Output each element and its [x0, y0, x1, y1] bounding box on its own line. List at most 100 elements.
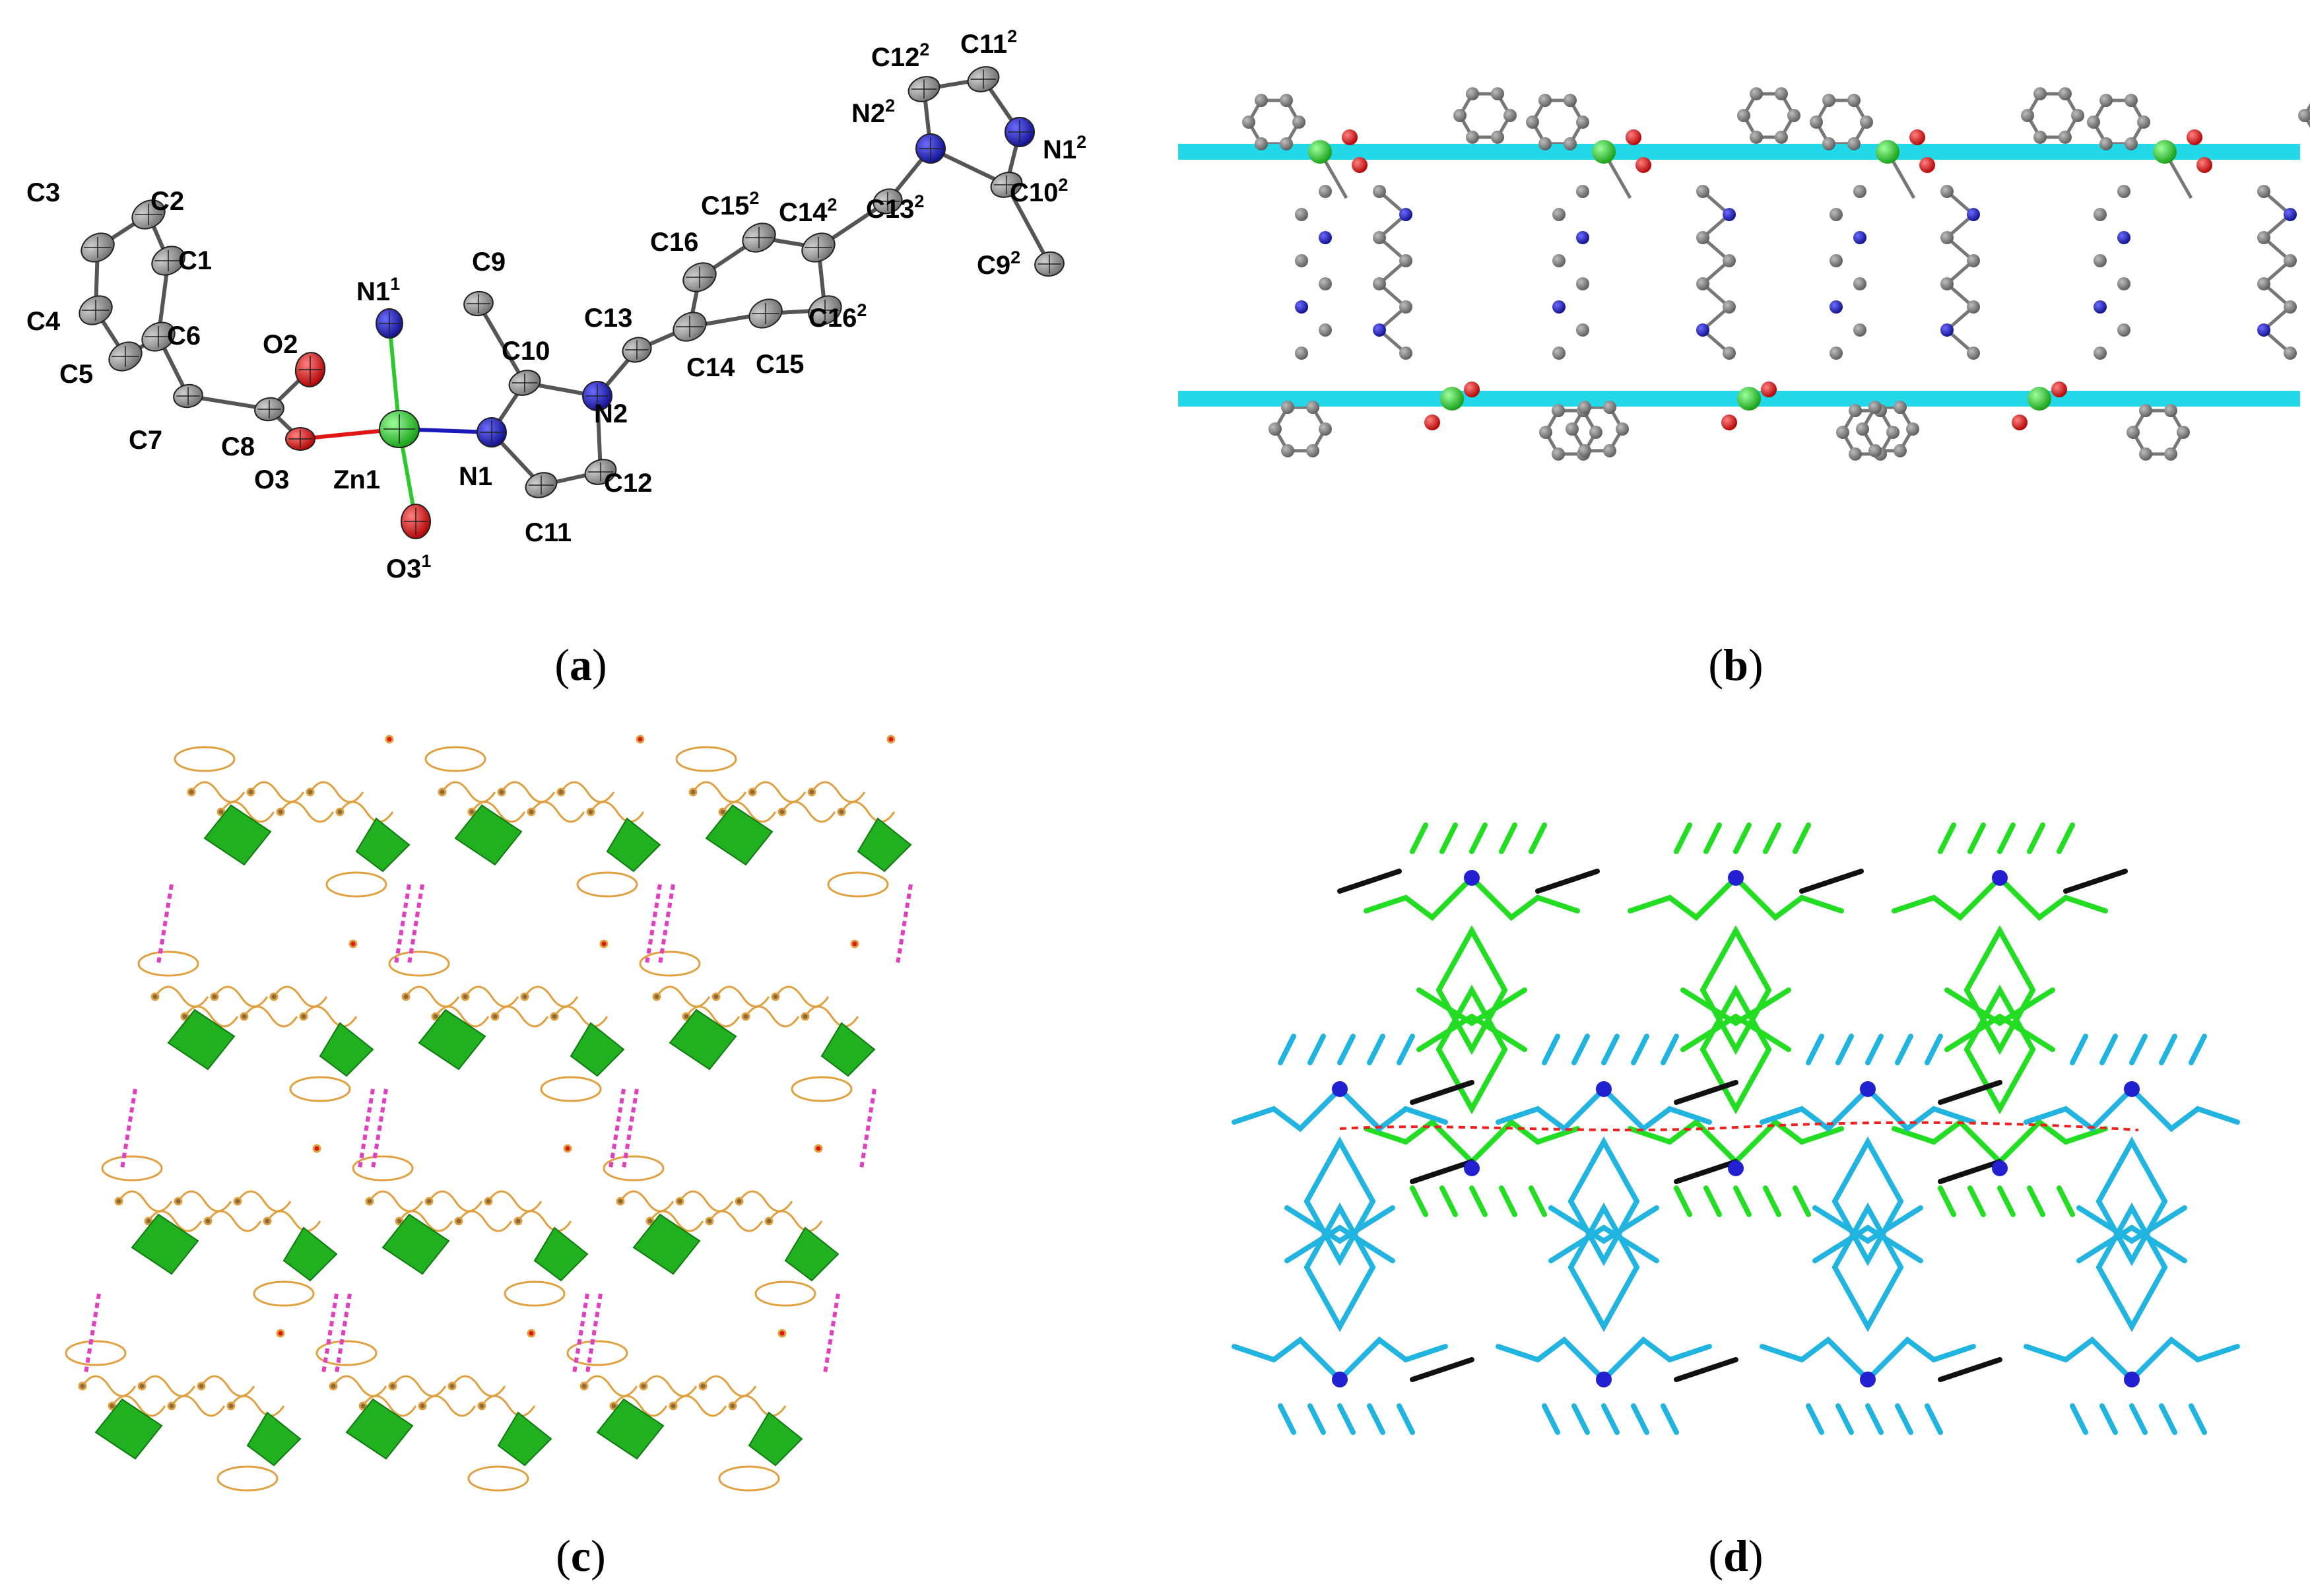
atom-dot: [556, 787, 566, 797]
oxygen-dot: [312, 1144, 321, 1153]
carbon-ball: [2125, 94, 2138, 108]
oxygen-ball: [2012, 415, 2028, 430]
atom-label: C4: [26, 307, 61, 336]
carbon-ball: [2139, 404, 2152, 418]
zn-tetrahedron: [418, 1009, 486, 1071]
atom-dot: [777, 807, 787, 816]
carbon-ball: [1295, 254, 1308, 267]
nitrogen-ball: [1373, 323, 1386, 337]
carbon-ball: [1280, 137, 1293, 150]
carbon-ball: [1603, 401, 1616, 415]
atom-label: C162: [808, 300, 867, 333]
zn-tetrahedron: [533, 1226, 589, 1282]
carbon-ball: [2094, 208, 2107, 221]
oxygen-atom-o2: [294, 352, 326, 387]
carbon-ball: [1860, 116, 1873, 129]
atom-dot: [728, 1401, 737, 1411]
carbon-ball: [2257, 231, 2270, 244]
atom-dot: [216, 807, 226, 816]
atom-dot: [771, 992, 780, 1001]
carbon-ball: [2099, 137, 2113, 150]
nitrogen-atom-n1: [477, 417, 507, 448]
nitrogen-ball: [1552, 300, 1566, 314]
zn-tetrahedron: [632, 1213, 701, 1275]
atom-dot: [718, 807, 727, 816]
atom-dot: [669, 1401, 678, 1411]
zn-tetrahedron: [381, 1213, 450, 1275]
carbon-ball: [2117, 277, 2130, 290]
zn-tetrahedron: [705, 804, 774, 866]
zn-tetrahedron: [497, 1411, 552, 1467]
atom-dot: [240, 1012, 249, 1021]
carbon-ball: [2117, 323, 2130, 337]
atom-label: C92: [977, 248, 1020, 280]
zn-tetrahedron: [355, 817, 411, 873]
atom-label: N22: [851, 96, 895, 128]
hydrogen-bond: [658, 884, 675, 964]
hydrogen-bond: [335, 1293, 352, 1374]
panel-c-packing-diagram: [65, 735, 913, 1492]
carbon-atom-c132: [873, 188, 903, 215]
hydrogen-bond: [896, 884, 913, 964]
carbon-ball: [2071, 109, 2084, 122]
carbon-ball: [1830, 208, 1843, 221]
carbon-ball: [1281, 444, 1294, 457]
atom-dot: [299, 1012, 308, 1021]
hydrogen-bond: [84, 1293, 101, 1374]
carbon-ball: [1787, 109, 1800, 122]
atom-label: C5: [59, 360, 93, 389]
atom-dot: [454, 1216, 463, 1226]
carbon-ball: [1853, 185, 1866, 198]
carbon-ball: [1616, 422, 1629, 436]
atom-dot: [263, 1216, 272, 1226]
atom-dot: [269, 992, 279, 1001]
oxygen-dot: [886, 735, 896, 744]
metal-node: [1464, 1160, 1480, 1176]
atom-dot: [306, 787, 315, 797]
oxygen-dot: [276, 1329, 285, 1338]
chain-axis-upper: [1178, 144, 2300, 160]
carbon-atom-c13: [622, 337, 652, 363]
carbon-atom-c142: [801, 232, 836, 263]
carbon-ball: [1868, 444, 1882, 457]
atom-dot: [358, 1401, 368, 1411]
atom-dot: [484, 1197, 493, 1206]
zn-tetrahedron: [820, 1022, 876, 1077]
atom-dot: [431, 1012, 440, 1021]
atom-label: C16: [650, 228, 698, 257]
carbon-ball: [1399, 300, 1412, 314]
carbon-ball: [1539, 426, 1552, 439]
carbon-ball: [1940, 231, 1954, 244]
zn-tetrahedron: [345, 1398, 414, 1460]
carbon-ball: [1538, 94, 1552, 108]
panel-b-chain-diagram: [1178, 87, 2310, 461]
carbon-atom-c14: [673, 312, 707, 342]
zinc-ball: [1737, 387, 1761, 411]
carbon-ball: [1566, 422, 1579, 436]
oxygen-dot: [348, 939, 358, 948]
carbon-atom-c122: [908, 76, 940, 102]
carbon-ball: [1576, 116, 1589, 129]
carbon-atom-c8: [254, 397, 284, 422]
carbon-ball: [1967, 254, 1980, 267]
atom-dot: [226, 1401, 236, 1411]
atom-dot: [609, 1401, 618, 1411]
carbon-ball: [1940, 185, 1954, 198]
zn-tetrahedron: [606, 817, 661, 873]
atom-dot: [698, 1381, 708, 1391]
oxygen-ball: [2196, 157, 2212, 173]
carbon-ball: [1269, 422, 1282, 436]
oxygen-ball: [1635, 157, 1651, 173]
carbon-ball: [1319, 422, 1332, 436]
carbon-ball: [1894, 401, 1907, 415]
carbon-ball: [1306, 401, 1319, 415]
oxygen-dot: [527, 1329, 536, 1338]
metal-node: [1860, 1372, 1876, 1387]
oxygen-ball: [1721, 415, 1737, 430]
carbon-ball: [1306, 444, 1319, 457]
carbon-ball: [1373, 185, 1386, 198]
carbon-ball: [1940, 277, 1954, 290]
carbon-ball: [1466, 130, 1479, 144]
atom-dot: [497, 787, 506, 797]
carbon-ball: [1526, 116, 1539, 129]
